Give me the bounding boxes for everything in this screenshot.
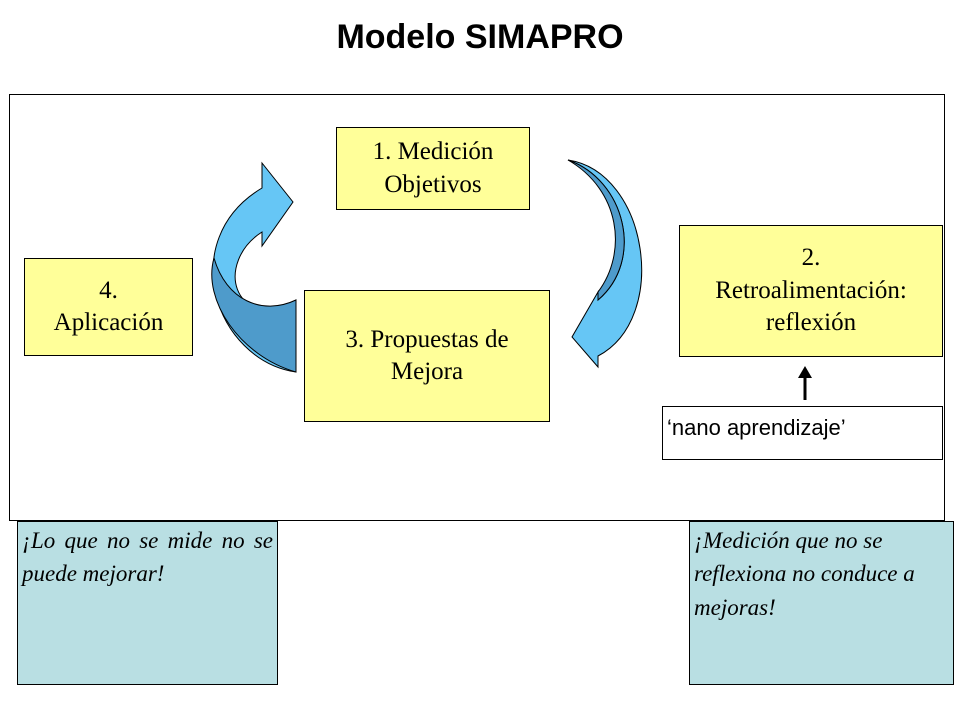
box-medicion-line1: 1. Medición xyxy=(372,138,494,165)
box-aplicacion-line2: Aplicación xyxy=(53,309,164,336)
box-aplicacion-line1: 4. xyxy=(99,276,118,304)
box-retroalimentacion: 2. Retroalimentación: reflexión xyxy=(679,225,943,357)
box-retro-line3: reflexión xyxy=(765,309,857,337)
page-title: Modelo SIMAPRO xyxy=(336,18,624,56)
up-arrow-icon xyxy=(798,366,812,400)
box-medicion: 1. Medición Objetivos xyxy=(336,127,530,210)
box-retro-line2: Retroalimentación: xyxy=(715,276,907,304)
box-retro-line1: 2. xyxy=(801,244,821,272)
box-propuestas-line1: 3. Propuestas de xyxy=(345,325,509,353)
box-propuestas: 3. Propuestas de Mejora xyxy=(304,290,550,422)
curved-arrow-right-icon xyxy=(567,159,642,369)
box-propuestas-line2: Mejora xyxy=(390,358,464,385)
quote-right: ¡Medición que no se reflexiona no conduc… xyxy=(689,521,954,685)
nano-aprendizaje-label: ‘nano aprendizaje’ xyxy=(662,406,943,460)
quote-left: ¡Lo que no se mide no se puede mejorar! xyxy=(17,521,278,685)
box-aplicacion: 4. Aplicación xyxy=(24,258,193,356)
box-medicion-line2: Objetivos xyxy=(384,170,482,198)
curved-arrow-left-icon xyxy=(211,161,297,373)
